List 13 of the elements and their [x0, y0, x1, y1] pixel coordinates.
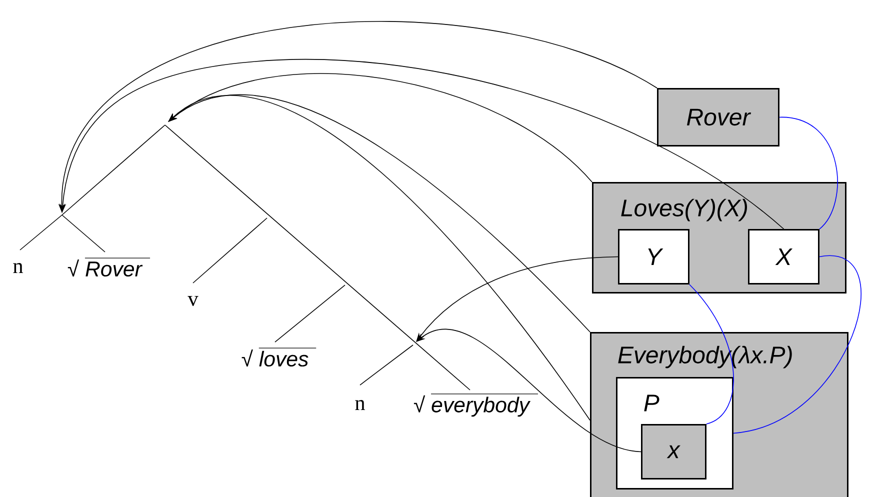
term-box: X — [748, 229, 820, 284]
arrow — [168, 95, 590, 421]
root-label: √ Rover — [68, 258, 150, 277]
term-box: Rover — [657, 88, 780, 146]
term-box: x — [641, 424, 706, 480]
tree-leaf-label: v — [188, 296, 198, 306]
root-label: √ loves — [242, 348, 316, 367]
connector-line — [779, 116, 838, 230]
root-label: √ everybody — [414, 394, 538, 417]
tree-leaf-label: n — [13, 262, 24, 274]
connector-line — [733, 256, 862, 434]
term-box: Y — [618, 229, 690, 284]
tree-leaf-label: n — [355, 400, 366, 410]
